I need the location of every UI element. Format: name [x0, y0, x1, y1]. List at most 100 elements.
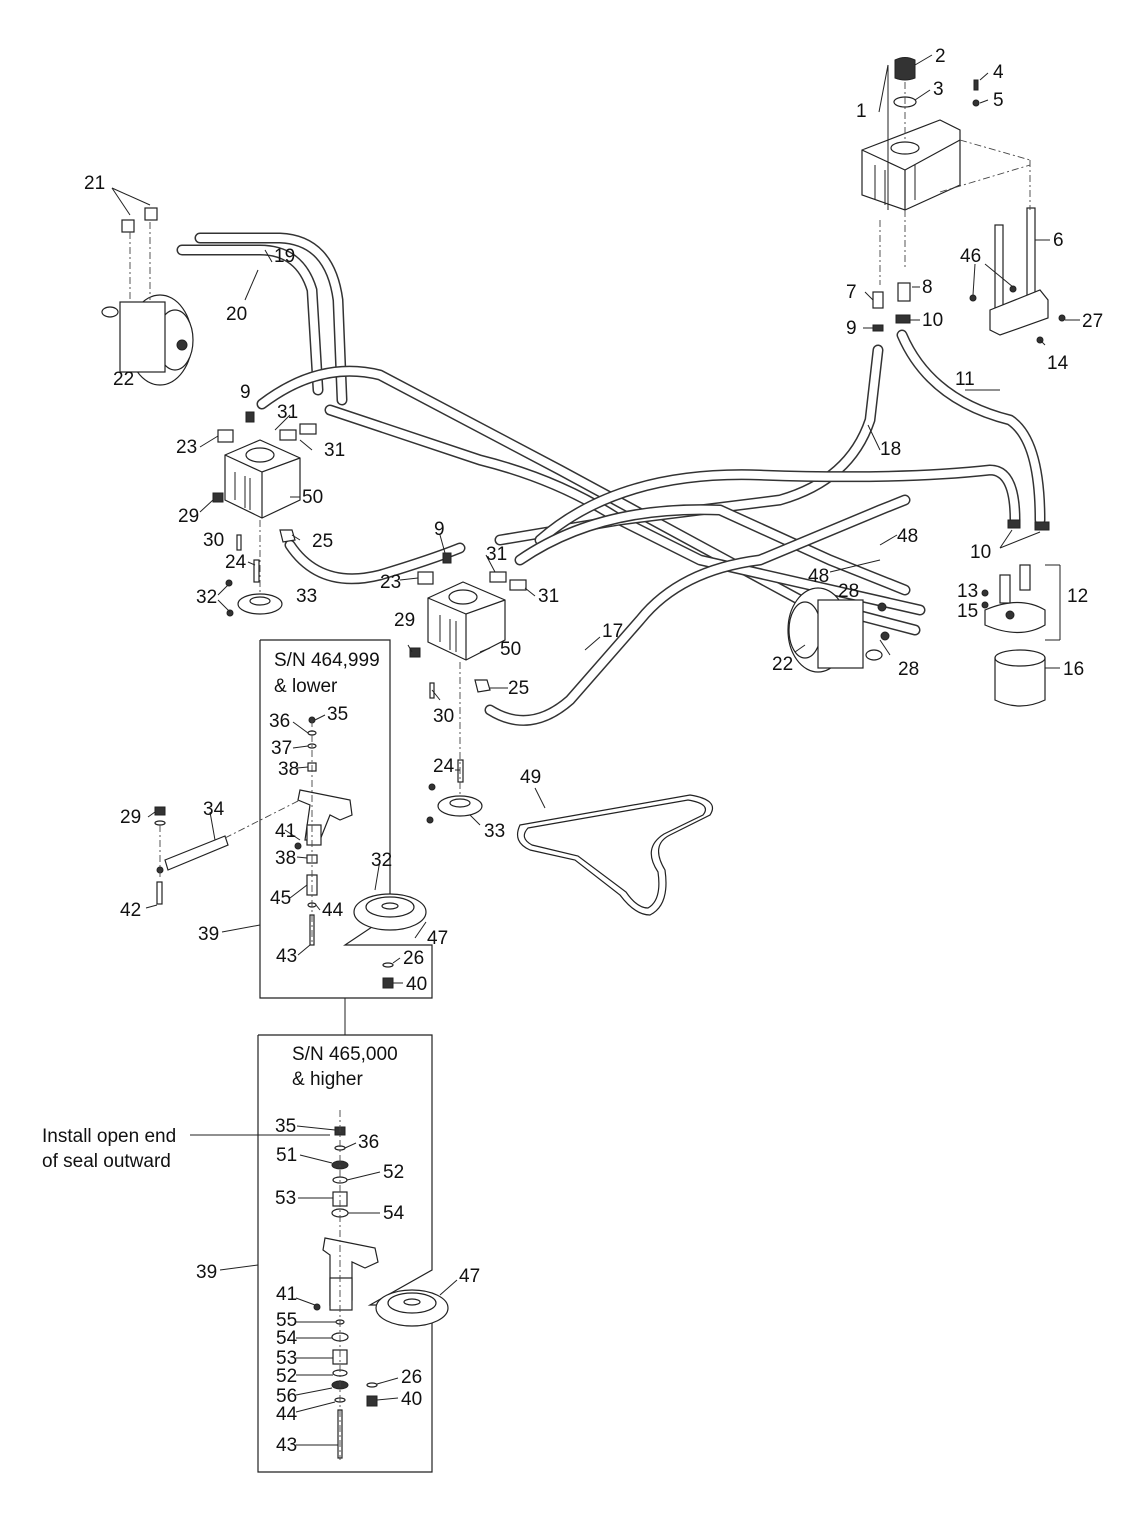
callout-20: 20 [226, 304, 247, 325]
callout-23-mid: 23 [380, 572, 401, 593]
callout-44-higher: 44 [276, 1404, 298, 1425]
callout-17: 17 [602, 621, 623, 642]
callout-5: 5 [993, 90, 1004, 111]
callout-45: 45 [270, 888, 291, 909]
callout-22-right: 22 [772, 654, 793, 675]
callout-40-higher: 40 [401, 1389, 422, 1410]
callout-30-left: 30 [203, 530, 224, 551]
callout-55: 55 [276, 1310, 297, 1331]
seal-note: Install open end of seal outward [42, 1126, 176, 1172]
box-higher-subtitle: & higher [292, 1069, 363, 1090]
callout-26-lower: 26 [403, 948, 424, 969]
callout-34: 34 [203, 799, 225, 820]
hydraulic-hoses [176, 232, 1046, 726]
callout-30-mid: 30 [433, 706, 454, 727]
callout-41-higher: 41 [276, 1284, 297, 1305]
callout-25-mid: 25 [508, 678, 529, 699]
callout-29-spring: 29 [120, 807, 141, 828]
callout-14: 14 [1047, 353, 1069, 374]
callout-48-a: 48 [897, 526, 918, 547]
callout-52-b: 52 [276, 1366, 297, 1387]
callout-26-higher: 26 [401, 1367, 422, 1388]
callout-24-left: 24 [225, 552, 247, 573]
callout-11: 11 [955, 369, 975, 390]
callout-35-higher: 35 [275, 1116, 296, 1137]
callout-53-b: 53 [276, 1348, 297, 1369]
callout-47-higher: 47 [459, 1266, 480, 1287]
callout-18: 18 [880, 439, 901, 460]
reservoir-bracket [939, 139, 1049, 336]
callout-10-right: 10 [970, 542, 991, 563]
reservoir-fittings [872, 79, 1066, 344]
callout-23-left: 23 [176, 437, 197, 458]
callout-42: 42 [120, 900, 141, 921]
callout-49: 49 [520, 767, 541, 788]
callout-16: 16 [1063, 659, 1084, 680]
seal-note-line2: of seal outward [42, 1151, 171, 1172]
callout-50-left: 50 [302, 487, 323, 508]
callout-43-lower: 43 [276, 946, 297, 967]
leader-lines [111, 54, 1080, 1446]
callout-12: 12 [1067, 586, 1088, 607]
callout-1: 1 [856, 101, 867, 122]
callout-51: 51 [276, 1145, 297, 1166]
callout-31-d: 31 [538, 586, 559, 607]
callout-37: 37 [271, 738, 292, 759]
callout-43-higher: 43 [276, 1435, 297, 1456]
callout-40-lower: 40 [406, 974, 427, 995]
callout-39-lower: 39 [198, 924, 219, 945]
callout-8: 8 [922, 277, 933, 298]
callout-25-left: 25 [312, 531, 333, 552]
callout-32-left: 32 [196, 587, 217, 608]
callout-44-lower: 44 [322, 900, 344, 921]
callout-32-lower: 32 [371, 850, 392, 871]
callout-6: 6 [1053, 230, 1064, 251]
callout-38-b: 38 [275, 848, 296, 869]
callout-50-right: 50 [500, 639, 521, 660]
hydraulic-reservoir [861, 57, 961, 285]
callout-29-mid: 29 [394, 610, 415, 631]
callout-31-c: 31 [486, 544, 507, 565]
callout-36-higher: 36 [358, 1132, 379, 1153]
callout-52-a: 52 [383, 1162, 404, 1183]
callout-9-left: 9 [240, 382, 251, 403]
callout-labels: 1 2 3 4 5 6 7 8 9 10 27 46 14 11 21 19 2… [84, 46, 1103, 1456]
callout-29-left: 29 [178, 506, 199, 527]
callout-4: 4 [993, 62, 1004, 83]
serial-box-higher: S/N 465,000 & higher [190, 1034, 449, 1473]
callout-7: 7 [846, 282, 857, 303]
wheel-motor-right [787, 587, 890, 673]
hydraulic-pump-right [409, 552, 527, 824]
callout-41-lower: 41 [275, 821, 296, 842]
callout-31-b: 31 [324, 440, 345, 461]
callout-13: 13 [957, 581, 978, 602]
callout-9-mid: 9 [434, 519, 445, 540]
box-lower-subtitle: & lower [274, 676, 338, 697]
callout-28-a: 28 [838, 581, 859, 602]
serial-box-lower: S/N 464,999 & lower [154, 639, 433, 1035]
drive-belt [517, 794, 714, 916]
callout-46: 46 [960, 246, 981, 267]
callout-33-left: 33 [296, 586, 317, 607]
callout-15: 15 [957, 601, 978, 622]
callout-33-mid: 33 [484, 821, 505, 842]
seal-note-line1: Install open end [42, 1126, 176, 1147]
callout-28-b: 28 [898, 659, 919, 680]
callout-35-lower: 35 [327, 704, 348, 725]
callout-3: 3 [933, 79, 944, 100]
callout-38-a: 38 [278, 759, 299, 780]
callout-27: 27 [1082, 311, 1103, 332]
callout-54-a: 54 [383, 1203, 405, 1224]
wheel-motor-left [101, 207, 194, 386]
hydraulic-pump-left [212, 411, 317, 617]
callout-53-a: 53 [275, 1188, 296, 1209]
callout-2: 2 [935, 46, 946, 67]
callout-54-b: 54 [276, 1328, 298, 1349]
callout-19: 19 [274, 246, 295, 267]
callout-47-lower: 47 [427, 928, 448, 949]
callout-36-lower: 36 [269, 711, 290, 732]
hydraulic-filter [981, 519, 1050, 707]
callout-24-mid: 24 [433, 756, 455, 777]
callout-31-a: 31 [277, 402, 298, 423]
